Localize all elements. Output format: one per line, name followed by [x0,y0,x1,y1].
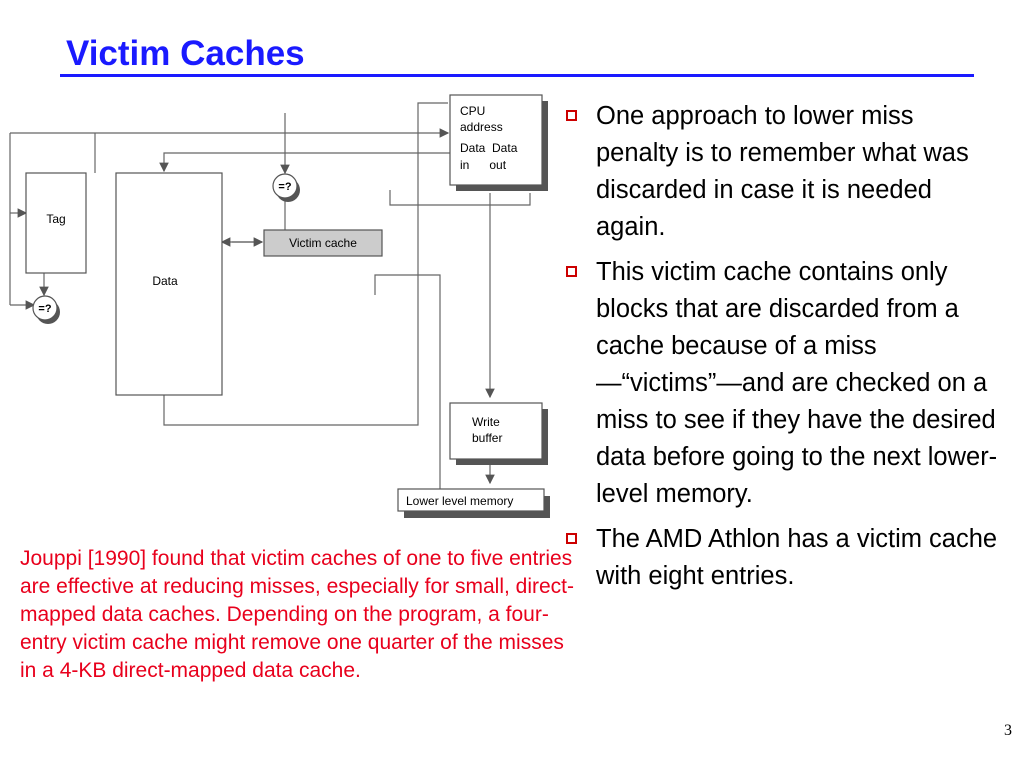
victim-cache-box [263,229,383,257]
slide-title: Victim Caches [66,34,305,73]
bullet-list: One approach to lower miss penalty is to… [562,98,1002,603]
bullet-item: One approach to lower miss penalty is to… [562,98,1002,246]
write-buffer-box [449,402,543,460]
data-box [115,172,223,396]
compare-circle-top [272,173,298,199]
write-buffer-line1: Write [472,415,500,429]
compare-circle-bottom [32,295,58,321]
bullet-square-icon [566,266,577,277]
page-number: 3 [1004,722,1012,739]
bullet-text: The AMD Athlon has a victim cache with e… [596,525,998,590]
lower-level-memory-box [397,488,545,512]
cpu-label-line1: CPU [460,104,485,118]
title-underline [60,74,974,77]
bullet-text: One approach to lower miss penalty is to… [596,102,969,241]
bullet-item: The AMD Athlon has a victim cache with e… [562,521,1002,595]
bullet-square-icon [566,533,577,544]
bullet-square-icon [566,110,577,121]
tag-box [25,172,87,274]
jouppi-note: Jouppi [1990] found that victim caches o… [20,547,574,682]
data-label: Data [152,274,178,288]
bullet-item: This victim cache contains only blocks t… [562,254,1002,513]
compare-top-label: =? [278,181,291,193]
compare-bottom-label: =? [38,303,51,315]
write-buffer-line2: buffer [472,431,502,445]
cpu-label-line4: in out [460,158,507,172]
victim-cache-diagram: CPU address Data Data in out Tag Data =?… [9,94,550,518]
bullet-text: This victim cache contains only blocks t… [596,258,998,508]
cpu-label-line3: Data Data [460,141,518,155]
cpu-label-line2: address [460,120,503,134]
victim-cache-label: Victim cache [289,236,357,250]
lower-level-memory-label: Lower level memory [406,494,513,508]
tag-label: Tag [46,212,65,226]
